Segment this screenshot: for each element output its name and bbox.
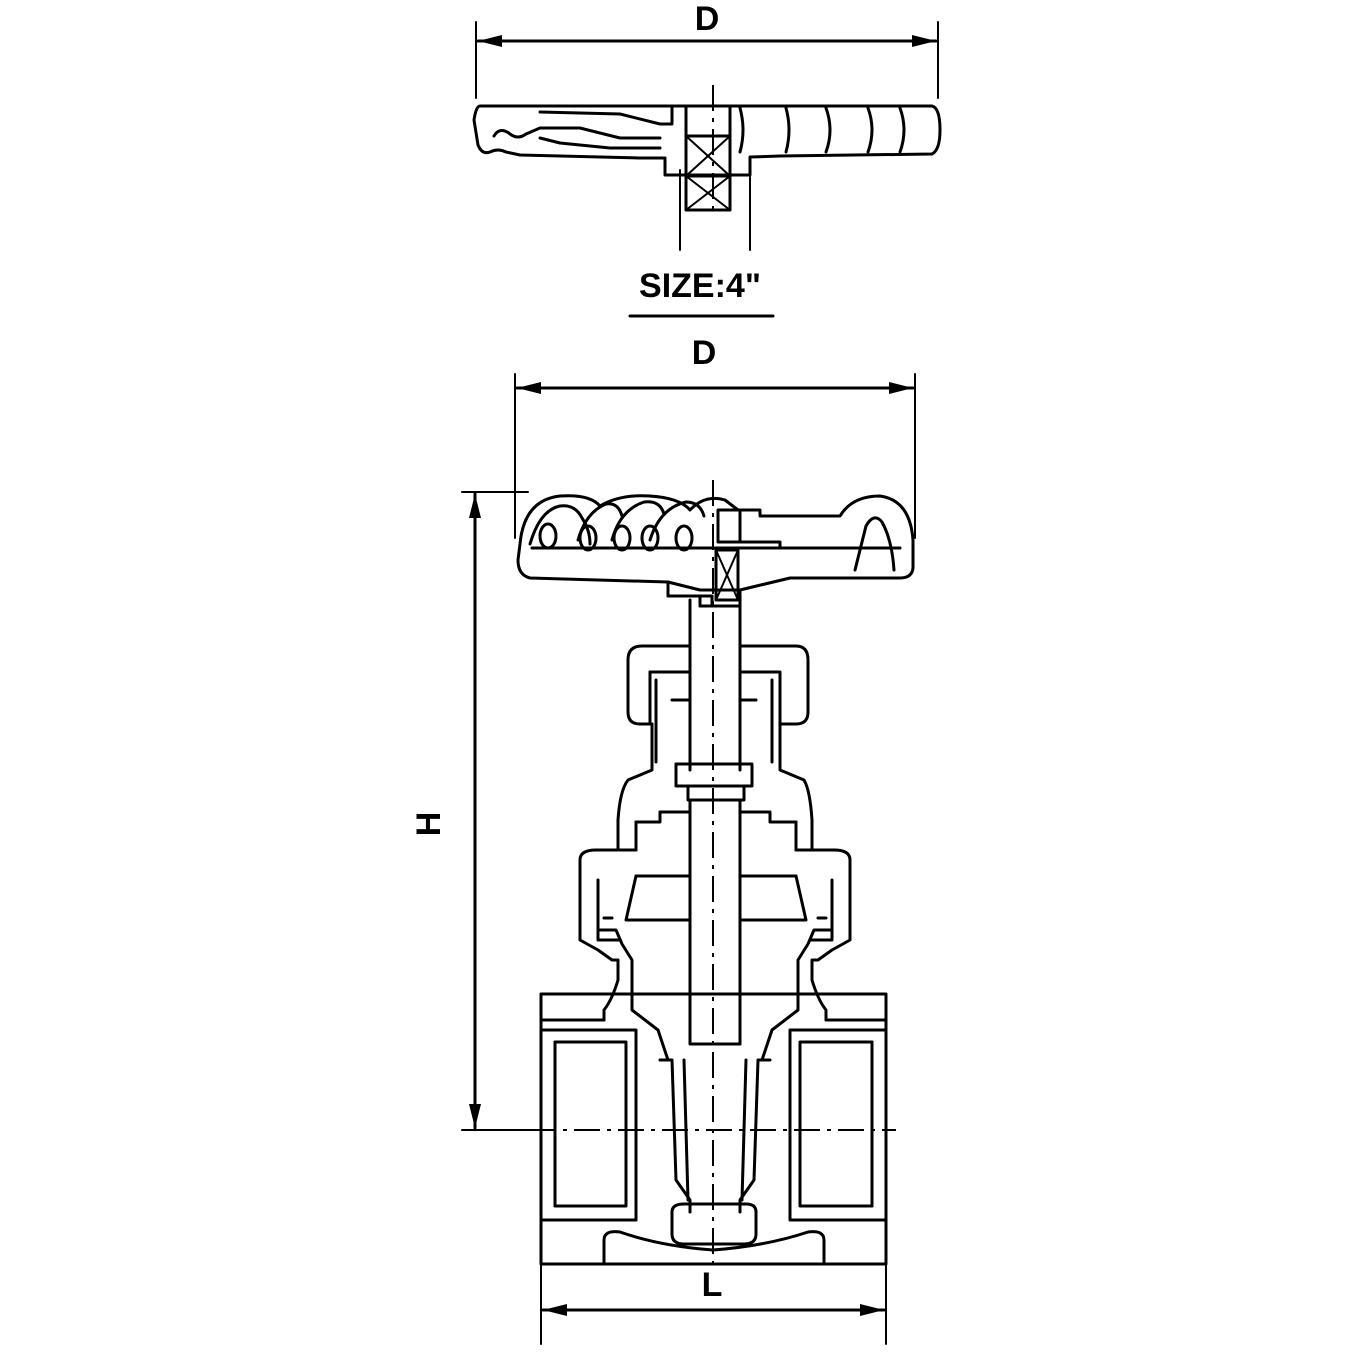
top-width-dimension: D [475,0,939,99]
valve-bonnet [578,644,852,1062]
length-dimension: L [540,1261,887,1345]
size-label: SIZE:4" [639,267,761,305]
top-dimension-label: D [695,0,720,38]
valve-stem [688,598,742,772]
handwheel-top-view: D SIZE:4" [472,0,942,318]
handwheel-plan-outline [472,85,942,251]
height-label: H [410,812,448,837]
length-label: L [702,1266,723,1304]
front-width-dimension: D [514,334,916,539]
handwheel-side-view [516,494,915,608]
valve-body [539,992,888,1266]
front-width-label: D [692,334,717,372]
valve-front-view: D H L [410,334,916,1345]
height-dimension: H [410,491,541,1131]
